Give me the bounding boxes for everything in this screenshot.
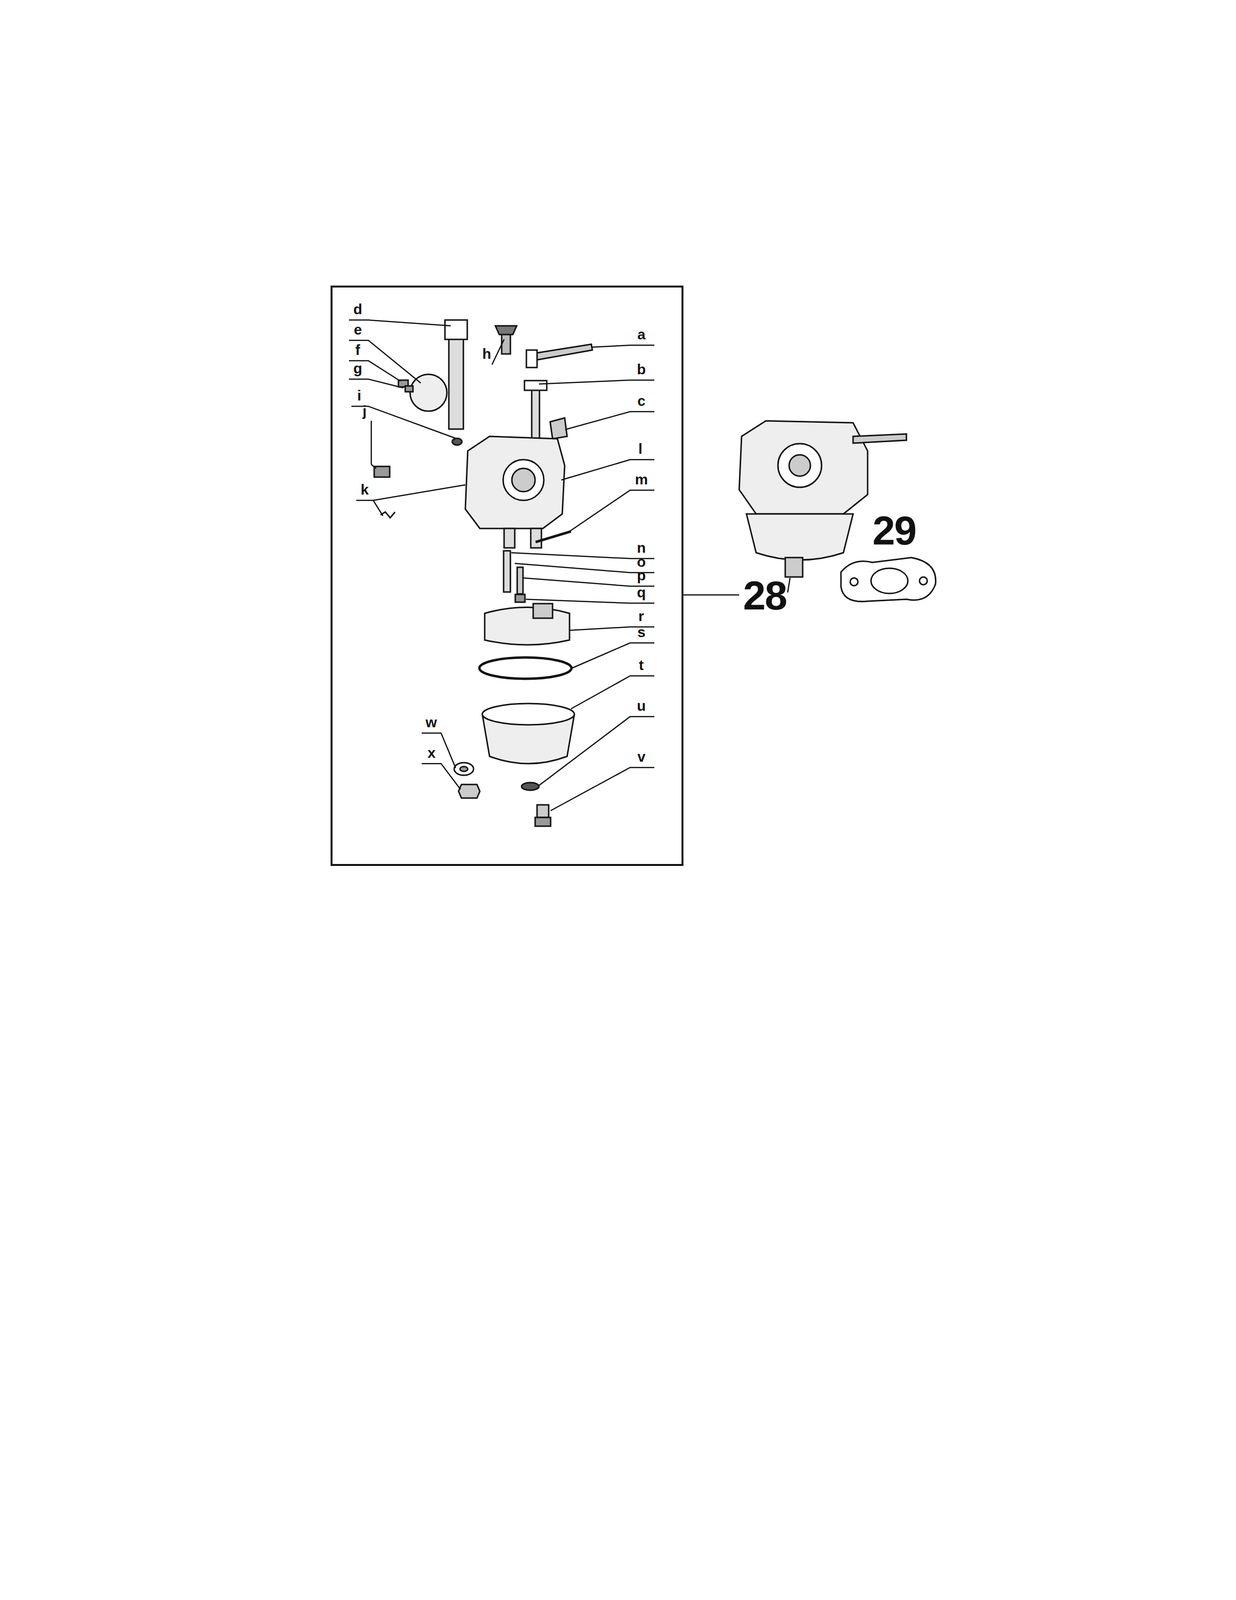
part-letter: p	[636, 568, 646, 583]
callout-number: 28	[743, 574, 787, 616]
part-letter: c	[637, 393, 646, 409]
part-letter: h	[482, 346, 492, 362]
part-letter: k	[360, 482, 369, 497]
part-letter: i	[357, 388, 362, 403]
part-letter: b	[636, 362, 646, 377]
part-letter: t	[638, 657, 644, 673]
part-letter: w	[425, 714, 437, 730]
callout-number: 29	[872, 509, 916, 551]
part-letter: m	[634, 472, 649, 487]
part-letter: g	[353, 361, 363, 376]
part-letter: j	[362, 403, 367, 419]
part-letter: s	[637, 624, 646, 640]
part-letter: l	[638, 441, 643, 457]
part-letter: d	[353, 301, 363, 317]
part-letter: e	[353, 322, 363, 337]
part-letter: r	[638, 608, 645, 624]
part-letter: v	[637, 749, 646, 764]
part-letter: o	[636, 554, 646, 570]
part-letter: f	[355, 342, 361, 358]
part-letter: x	[427, 745, 436, 761]
part-letter: n	[636, 540, 646, 555]
part-letter: a	[637, 327, 646, 342]
part-letter: q	[636, 585, 646, 600]
part-letter: u	[636, 698, 646, 714]
